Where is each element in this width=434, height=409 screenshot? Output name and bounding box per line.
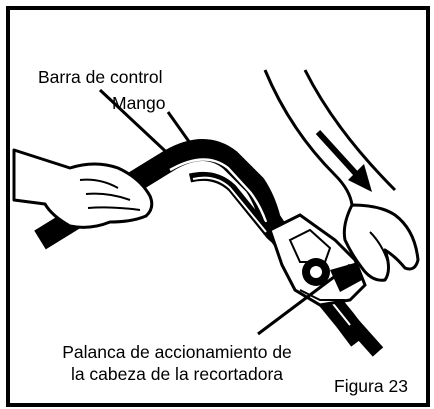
handle-tube [34, 139, 369, 347]
label-palanca-line1: Palanca de accionamiento de [62, 342, 292, 362]
left-hand [12, 148, 154, 229]
leader-mango [166, 111, 192, 144]
label-mango: Mango [112, 93, 166, 113]
figure-number: Figura 23 [334, 376, 408, 396]
handle-lower-segment [339, 310, 384, 357]
leader-barra [98, 88, 180, 165]
label-palanca-line2: la cabeza de la recortadora [70, 364, 284, 384]
right-arm-hand [263, 69, 420, 282]
down-arrow-icon [315, 129, 372, 192]
control-bar [188, 171, 304, 266]
label-barra-de-control: Barra de control [38, 67, 163, 87]
lever-housing [268, 213, 367, 307]
leader-palanca [257, 263, 351, 336]
